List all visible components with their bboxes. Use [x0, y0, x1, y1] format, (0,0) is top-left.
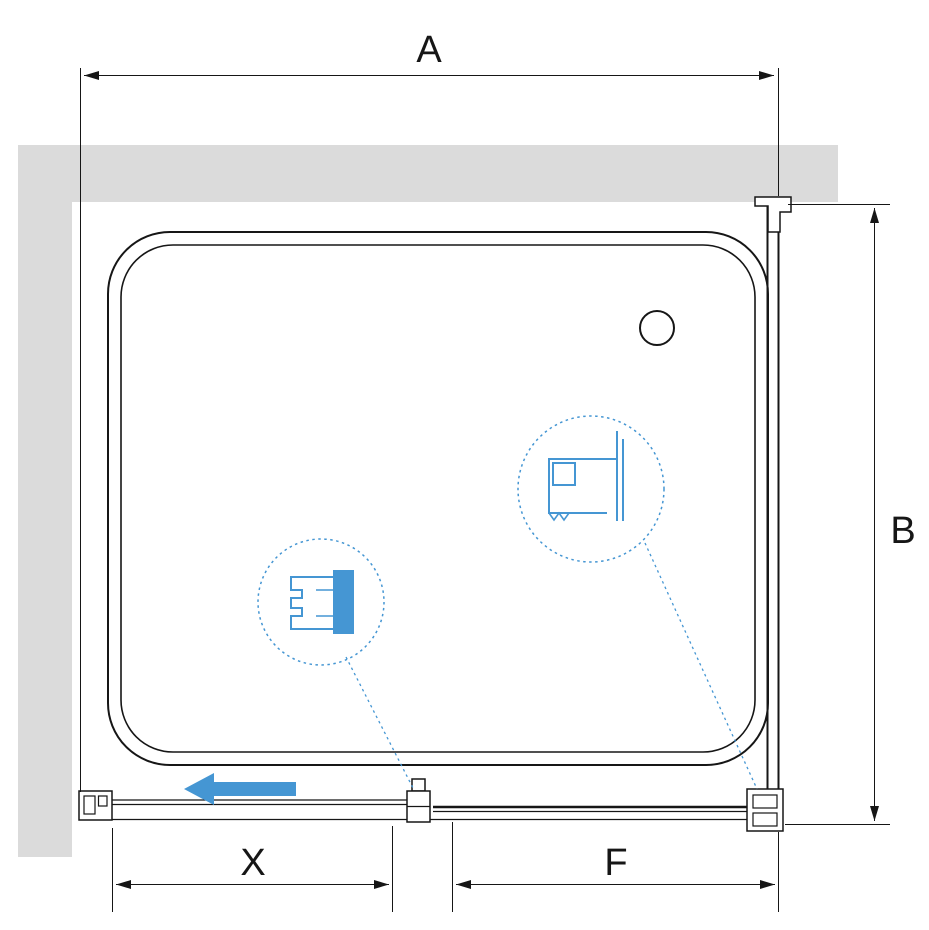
drain-hole — [639, 310, 675, 346]
dim-f-arrow-right-icon — [760, 880, 775, 889]
dimension-x: X — [112, 826, 393, 912]
wall-top — [18, 145, 838, 202]
detail-right-profile-inner-square — [552, 462, 576, 486]
dim-b-arrow-top-icon — [870, 208, 879, 223]
right-corner-profile-inner-1 — [752, 794, 778, 809]
detail-right-profile-seal-teeth — [548, 511, 570, 522]
tray-inner-edge — [120, 244, 756, 753]
detail-circle-right — [517, 415, 665, 563]
dimension-f: F — [452, 822, 779, 912]
leader-line-left — [345, 656, 414, 789]
walls — [18, 145, 838, 857]
fixed-side-panel — [754, 196, 792, 789]
dim-x-label: X — [240, 842, 265, 884]
door-slide-left-arrow-icon — [184, 773, 296, 805]
dim-a-arrow-right-icon — [759, 71, 774, 80]
dimension-a: A — [80, 29, 779, 792]
bottom-track — [78, 778, 784, 832]
dim-x-arrow-right-icon — [374, 880, 389, 889]
center-connector-stub — [411, 778, 426, 792]
detail-left-glass-block — [333, 570, 354, 634]
dim-f-label: F — [604, 842, 627, 884]
detail-callout-right — [517, 415, 758, 790]
dim-f-arrow-left-icon — [456, 880, 471, 889]
dim-b-label: B — [890, 510, 915, 552]
detail-right-profile-outline — [548, 458, 611, 514]
wall-bracket-top — [754, 196, 792, 233]
left-wall-profile-inner-1 — [83, 795, 96, 815]
detail-callout-left — [257, 538, 414, 789]
dim-a-label: A — [416, 29, 442, 71]
right-corner-profile-inner-2 — [752, 812, 778, 827]
dim-b-arrow-bottom-icon — [870, 806, 879, 821]
wall-left — [18, 145, 72, 857]
dimension-b: B — [785, 204, 916, 825]
dim-x-arrow-left-icon — [116, 880, 131, 889]
left-wall-profile-inner-2 — [97, 795, 108, 807]
dim-a-arrow-left-icon — [84, 71, 99, 80]
detail-left-clamp-outline — [290, 576, 333, 630]
detail-circle-left — [257, 538, 385, 666]
